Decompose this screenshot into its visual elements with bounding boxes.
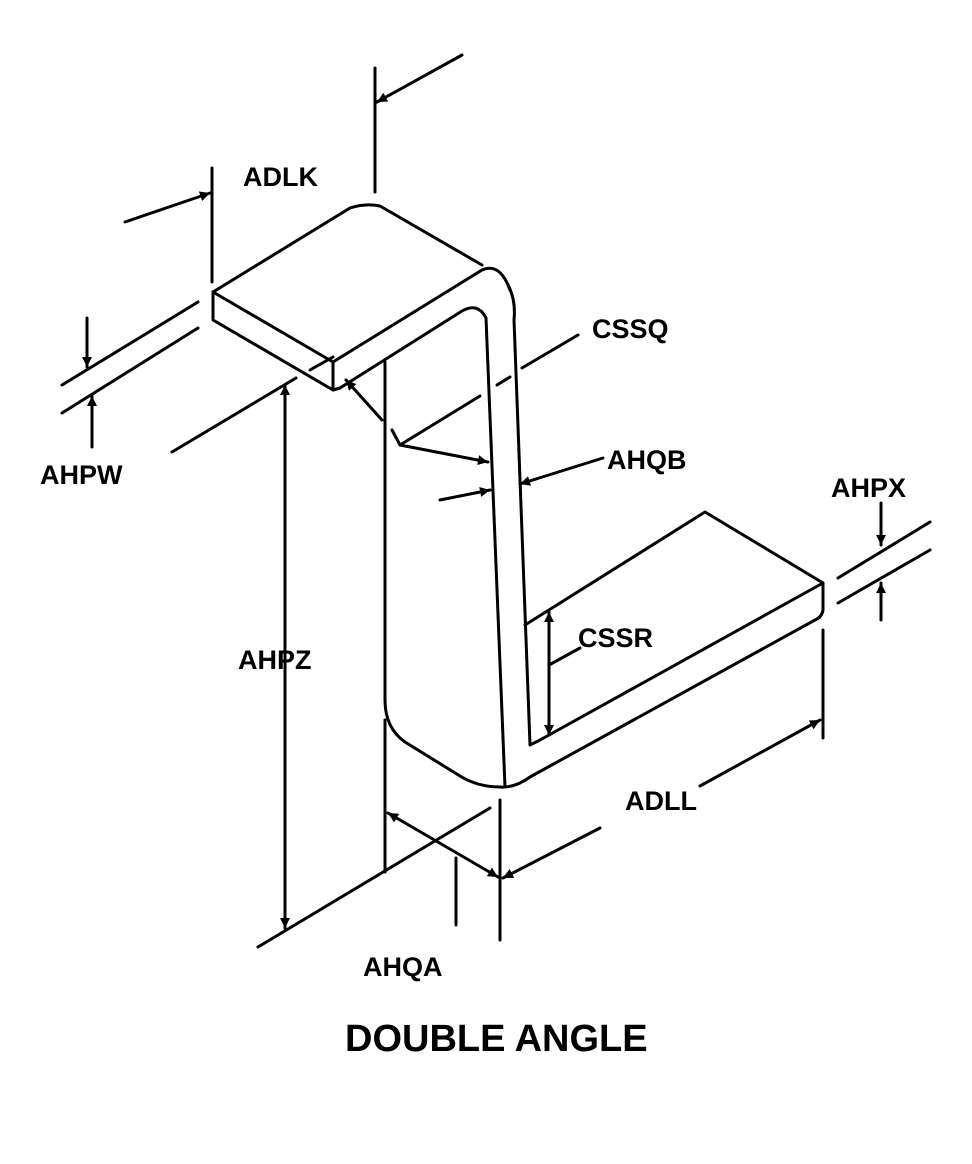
dimension-label-adlk: ADLK [243, 162, 318, 192]
dimension-label-ahpz: AHPZ [238, 645, 312, 675]
diagram-title: DOUBLE ANGLE [345, 1018, 648, 1060]
dimension-label-ahqa: AHQA [363, 952, 443, 982]
dimension-lines [60, 53, 932, 949]
dimension-label-cssq: CSSQ [592, 314, 669, 344]
dimension-label-ahpx: AHPX [831, 473, 907, 503]
dimension-label-ahqb: AHQB [607, 445, 687, 475]
part-outline [211, 203, 825, 789]
dimension-label-ahpw: AHPW [40, 460, 123, 490]
dimension-label-adll: ADLL [625, 786, 697, 816]
dimension-label-cssr: CSSR [578, 623, 654, 653]
